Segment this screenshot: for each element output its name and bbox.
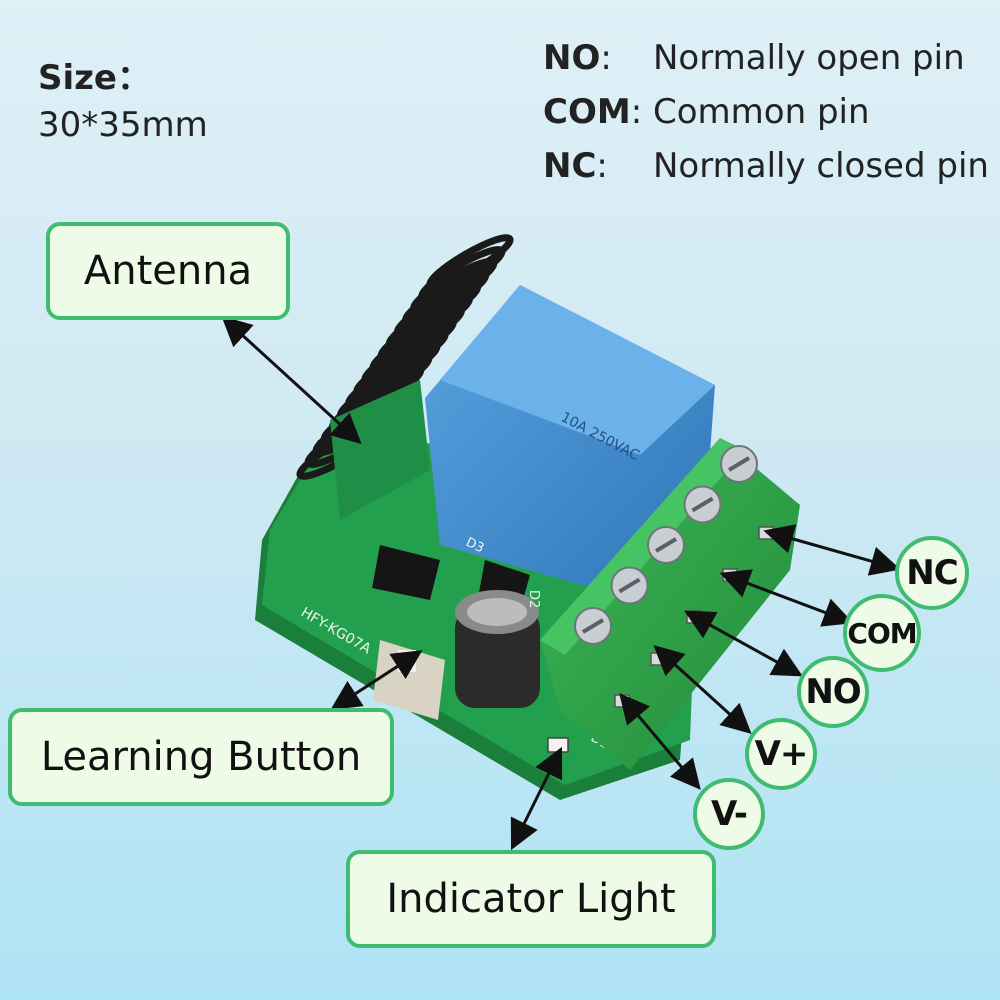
arrow-vminus [619, 693, 701, 790]
screw-slot [581, 618, 605, 634]
screw-slot [727, 456, 751, 472]
arrow-indicator-light [510, 746, 563, 851]
arrow-antenna [221, 315, 362, 445]
legend-key-nc: NC [543, 146, 597, 186]
pin-badge-no: NO [797, 656, 869, 728]
indicator-led [547, 737, 569, 753]
pin-badge-nc: NC [895, 536, 969, 610]
pin-badge-vplus: V+ [745, 718, 817, 790]
pin-badge-vminus: V- [693, 778, 765, 850]
ic-chip [372, 545, 440, 600]
terminal-wire-slot [758, 526, 774, 540]
arrow-learning-button [330, 650, 423, 710]
silk-d3: D3 [463, 535, 486, 556]
pin-badge-com: COM [843, 594, 921, 672]
size-info: Size： 30*35mm [38, 50, 208, 145]
label-learning-button: Learning Button [8, 708, 394, 806]
arrow-no [684, 610, 803, 677]
capacitor [455, 590, 540, 708]
screw-slot [618, 577, 641, 594]
silk-d2: D2 [526, 590, 541, 608]
label-indicator-light: Indicator Light [346, 850, 716, 948]
label-antenna: Antenna [46, 222, 290, 320]
legend-desc-nc: Normally closed pin [653, 146, 989, 186]
relay: 10A 250VAC [425, 285, 715, 590]
size-label: Size： [38, 58, 151, 98]
callout-arrows [221, 315, 901, 851]
arrow-vplus [653, 644, 752, 735]
arrow-com [719, 569, 854, 627]
terminal-block [540, 438, 800, 770]
legend-key-com: COM [543, 92, 631, 132]
arrow-nc [763, 524, 901, 576]
legend-desc-com: Common pin [653, 92, 870, 132]
legend-key-no: NO [543, 38, 601, 78]
screw-slot [691, 496, 714, 513]
size-value: 30*35mm [38, 105, 208, 145]
screw-slot [654, 537, 678, 553]
legend-desc-no: Normally open pin [653, 38, 965, 78]
